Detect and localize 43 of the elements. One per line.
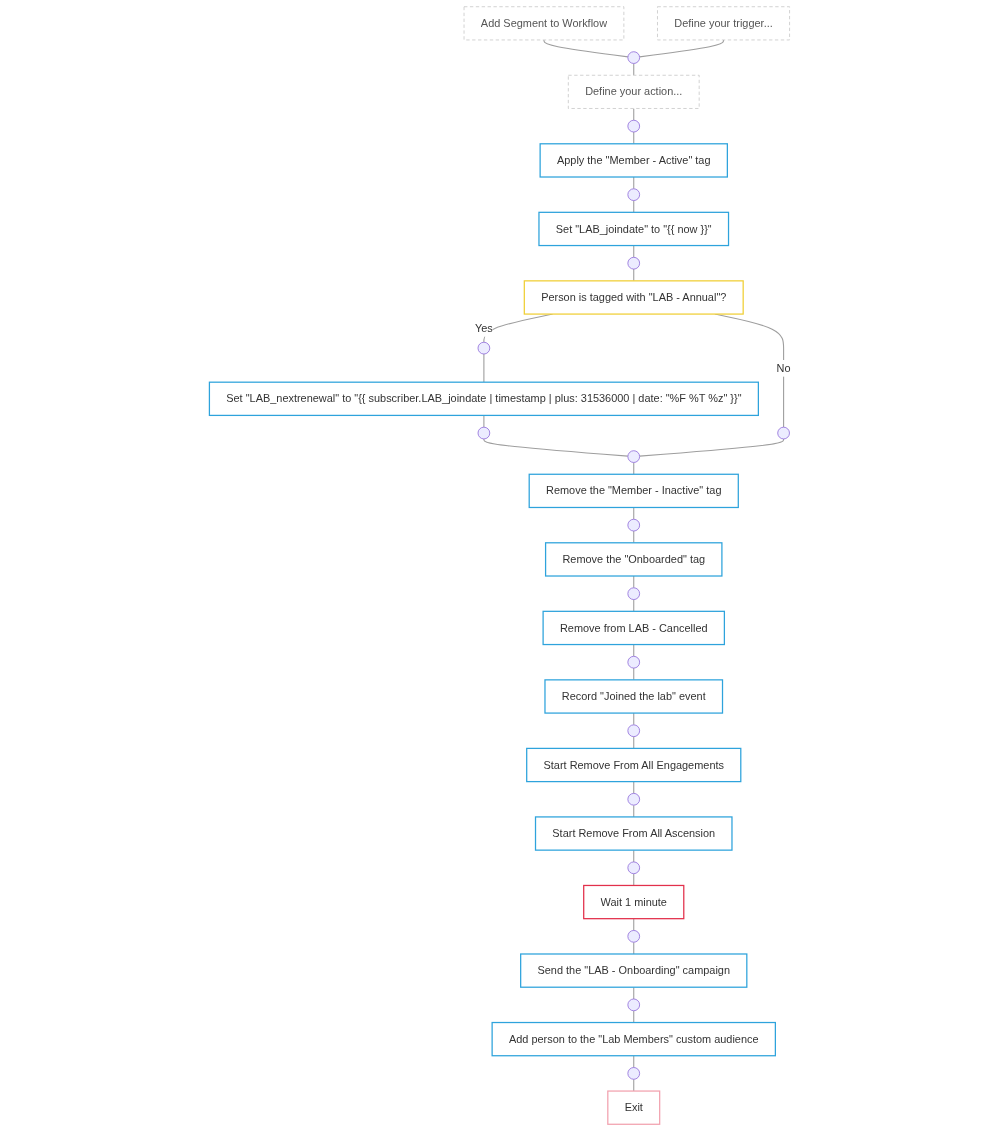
node-box: Remove the "Member - Inactive" tag	[528, 473, 739, 509]
node-box: Define your trigger...	[657, 6, 790, 41]
edge-label: No	[776, 361, 791, 375]
connector	[483, 438, 629, 457]
node-box: Add person to the "Lab Members" custom audience	[491, 1021, 776, 1057]
node-circle	[627, 930, 641, 943]
node-circle	[627, 655, 641, 669]
node-circle	[627, 861, 641, 875]
node-circle	[477, 341, 491, 355]
connector	[483, 414, 485, 428]
node-box: Person is tagged with "LAB - Annual"?	[523, 280, 744, 315]
node-box: Record "Joined the lab" event	[544, 679, 724, 714]
node-circle	[627, 188, 641, 201]
node-circle	[627, 256, 641, 270]
node-circle	[627, 518, 641, 532]
node-circle	[627, 724, 641, 738]
connector	[633, 107, 635, 121]
node-box: Exit	[607, 1090, 661, 1125]
node-box: Wait 1 minute	[583, 884, 685, 920]
node-box: Remove from LAB - Cancelled	[542, 610, 725, 646]
node-circle	[627, 450, 641, 463]
node-circle	[627, 792, 641, 806]
edge-label: Yes	[474, 321, 493, 335]
node-circle	[627, 119, 641, 133]
node-box: Send the "LAB - Onboarding" campaign	[520, 953, 748, 988]
node-circle	[627, 1067, 641, 1080]
connector	[483, 353, 485, 383]
node-circle	[477, 426, 491, 440]
node-box: Set "LAB_joindate" to "{{ now }}"	[538, 211, 730, 247]
node-box: Add Segment to Workflow	[463, 6, 625, 41]
node-box: Define your action...	[567, 74, 700, 109]
node-box: Start Remove From All Engagements	[526, 747, 742, 783]
connector	[543, 39, 629, 58]
node-box: Apply the "Member - Active" tag	[539, 143, 728, 178]
connector	[639, 438, 785, 457]
node-circle	[627, 998, 641, 1012]
node-box: Set "LAB_nextrenewal" to "{{ subscriber.LAB_joindate | timestamp | plus: 31536000 | date: "%F %T %z" }}"	[208, 381, 759, 417]
connector	[639, 39, 725, 58]
node-circle	[627, 51, 641, 64]
node-circle	[777, 426, 790, 440]
node-box: Start Remove From All Ascension	[534, 816, 733, 851]
node-circle	[627, 587, 641, 600]
node-box: Remove the "Onboarded" tag	[544, 542, 723, 577]
